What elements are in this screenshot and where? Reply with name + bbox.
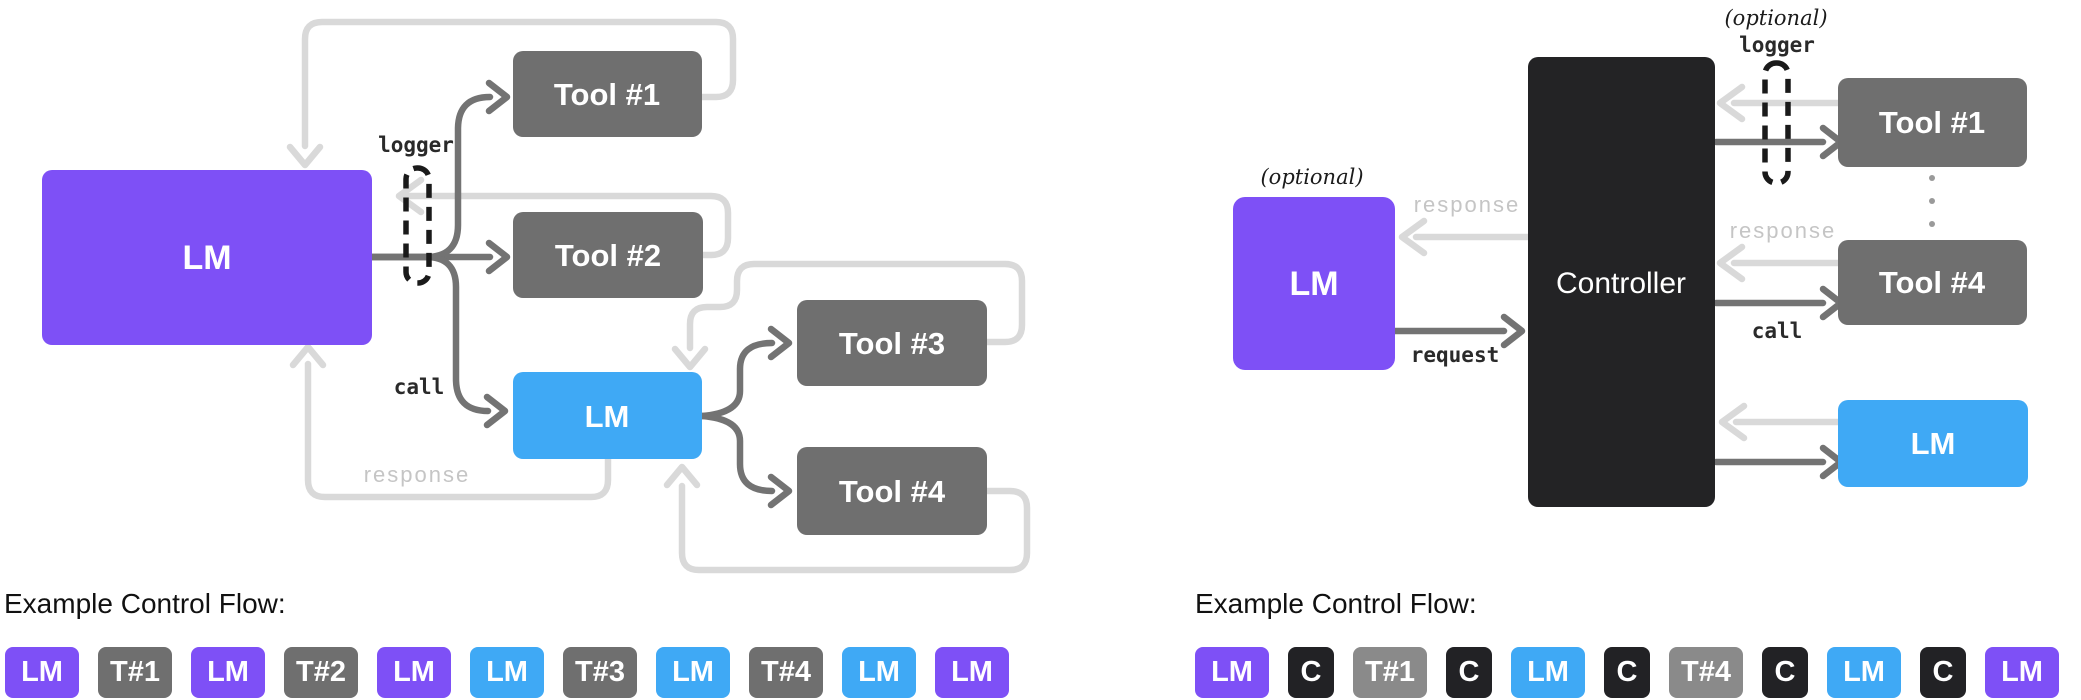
left-tool2-label: Tool #2 (555, 238, 661, 273)
arrowhead-up-icon (663, 463, 701, 489)
right-call-label: call (1752, 319, 1803, 343)
flow-badge: C (1288, 647, 1334, 698)
left-tool3-box (797, 300, 987, 386)
left-tool1-label: Tool #1 (554, 77, 660, 112)
arrowhead-up-icon (289, 343, 327, 369)
right-tool4-box (1838, 240, 2027, 325)
arrow-lm-call-to-lm2 (368, 253, 509, 429)
flow-badge: LM (656, 647, 730, 698)
loop-tool2-to-lm (395, 176, 732, 259)
arrowhead-right-icon (767, 325, 793, 361)
arrowhead-right-icon (767, 473, 793, 509)
right-request-label: request (1411, 343, 1500, 367)
right-logger-label: logger (1739, 33, 1815, 57)
right-controller-box (1528, 57, 1715, 507)
left-response-label: response (364, 462, 471, 487)
arrow-tool1-to-controller (1716, 83, 1842, 123)
left-flow-heading: Example Control Flow: (4, 588, 286, 619)
left-tool1-box (513, 51, 702, 137)
arrowhead-down-icon (286, 143, 324, 169)
arrow-lm2-to-controller (1718, 402, 1842, 442)
loop-tool1-to-lm (286, 18, 737, 169)
right-logger-bracket (1762, 60, 1791, 186)
left-tool4-box (797, 447, 987, 535)
flow-badge: LM (191, 647, 265, 698)
flow-badge: LM (1195, 647, 1269, 698)
arrow-controller-to-lm2 (1712, 444, 1845, 480)
flow-badge: LM (1511, 647, 1585, 698)
flow-badge: LM (1985, 647, 2059, 698)
flow-badge: T#4 (749, 647, 823, 698)
loop-tool3-to-lm2 (671, 260, 1026, 371)
right-response-lm-label: response (1414, 192, 1521, 217)
right-lm2-label: LM (1911, 426, 1956, 461)
arrowhead-left-icon (395, 176, 425, 216)
right-logger-optional-label: (optional) (1724, 6, 1827, 30)
arrow-controller-response-to-lm (1398, 217, 1532, 257)
flow-badge: T#1 (98, 647, 172, 698)
left-lm2-label: LM (585, 399, 630, 434)
arrowhead-right-icon (485, 239, 511, 275)
left-lm-box (42, 170, 372, 345)
loop-tool4-to-lm2 (663, 463, 1031, 574)
right-response-tool-label: response (1730, 218, 1837, 243)
arrowhead-right-icon (1500, 313, 1526, 349)
flow-badge: T#3 (563, 647, 637, 698)
arrowhead-left-icon (1398, 217, 1428, 257)
left-tool4-label: Tool #4 (839, 474, 946, 509)
flow-badge: LM (377, 647, 451, 698)
right-lm-optional-label: (optional) (1260, 165, 1363, 189)
left-tool3-label: Tool #3 (839, 326, 945, 361)
arrow-tool4-to-controller (1716, 243, 1842, 283)
arrowhead-right-icon (483, 393, 509, 429)
right-tool4-label: Tool #4 (1879, 265, 1986, 300)
flow-badge: LM (5, 647, 79, 698)
left-tool2-box (513, 212, 703, 298)
arrowhead-down-icon (671, 345, 709, 371)
left-call-label: call (394, 375, 445, 399)
left-logger-label: logger (378, 133, 454, 157)
flow-badge: T#1 (1353, 647, 1427, 698)
arrow-controller-to-tool4 (1712, 285, 1845, 321)
flow-badge: LM (470, 647, 544, 698)
flow-badge: LM (842, 647, 916, 698)
left-logger-bracket (403, 165, 432, 286)
flow-badge: C (1762, 647, 1808, 698)
arrow-lm-to-tool1 (368, 79, 511, 261)
left-lm-label: LM (182, 239, 231, 277)
arrowhead-left-icon (1716, 243, 1746, 283)
left-flow-row: LM T#1 LM T#2 LM LM T#3 LM T#4 LM LM (5, 647, 1009, 698)
right-tool1-label: Tool #1 (1879, 105, 1985, 140)
flow-badge: T#4 (1669, 647, 1743, 698)
left-lm2-box (513, 372, 702, 459)
arrow-controller-to-tool1 (1712, 124, 1845, 160)
flow-badge: C (1920, 647, 1966, 698)
right-lm-label: LM (1289, 265, 1338, 303)
right-flow-row: LM C T#1 C LM C T#4 C LM C LM (1195, 647, 2059, 698)
flow-badge: C (1446, 647, 1492, 698)
arrow-lm2-to-tool3 (698, 325, 793, 420)
arrow-lm-request-to-controller (1391, 313, 1526, 349)
right-tool1-box (1838, 78, 2027, 167)
right-controller-label: Controller (1556, 267, 1686, 300)
loop-lm2-response-to-lm (289, 343, 612, 501)
flow-badge: T#2 (284, 647, 358, 698)
right-lm2-box (1838, 400, 2028, 487)
arrow-lm2-to-tool4 (698, 412, 793, 509)
right-flow-heading: Example Control Flow: (1195, 588, 1477, 619)
right-lm-box (1233, 197, 1395, 370)
flow-badge: LM (1827, 647, 1901, 698)
arrowhead-left-icon (1718, 402, 1748, 442)
arrowhead-left-icon (1716, 83, 1746, 123)
arrowhead-right-icon (485, 79, 511, 115)
flow-badge: C (1604, 647, 1650, 698)
ellipsis-dots-icon (1929, 175, 1935, 227)
flow-badge: LM (935, 647, 1009, 698)
